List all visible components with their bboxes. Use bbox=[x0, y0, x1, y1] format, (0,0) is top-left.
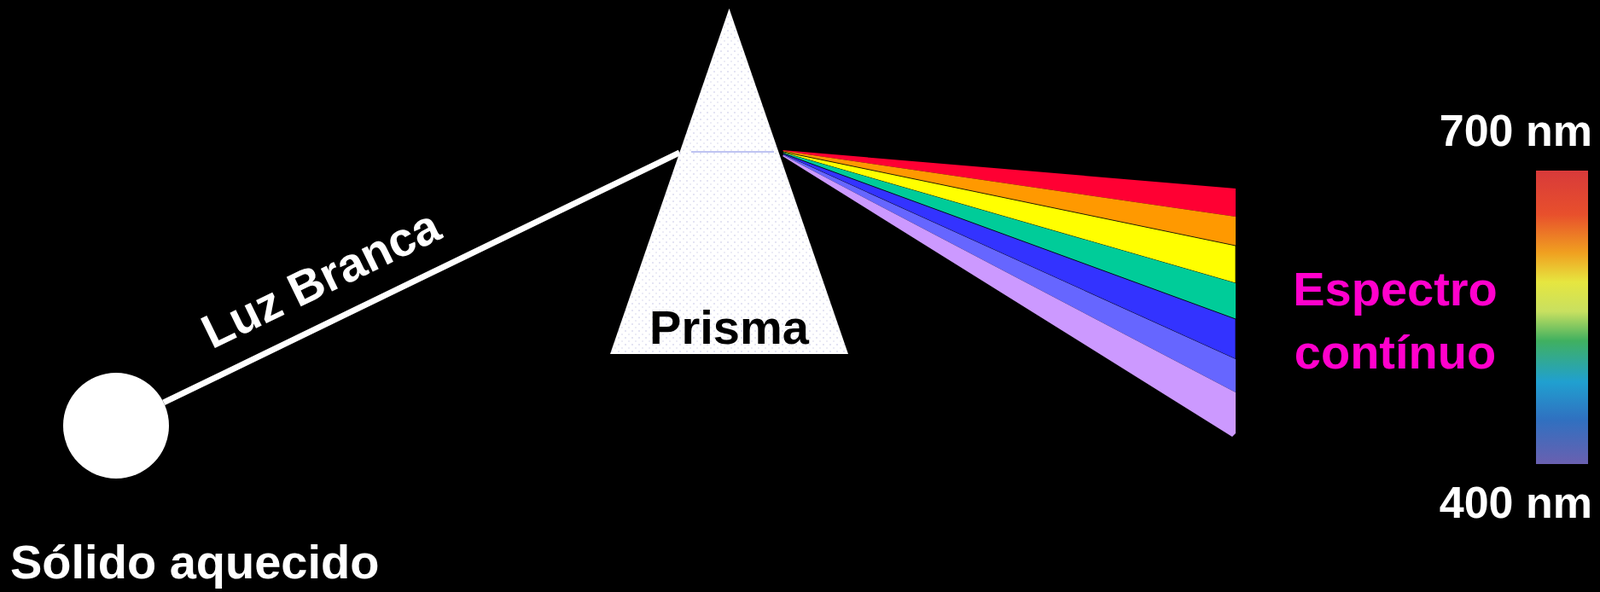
circle-shape bbox=[63, 372, 169, 479]
wavelength-label: 400 nm bbox=[1439, 477, 1593, 530]
wavelength-colorbar bbox=[1536, 170, 1589, 465]
node-label: Prisma bbox=[610, 300, 849, 355]
beam-label: Luz Branca bbox=[192, 198, 449, 361]
node-caption: Sólido aquecido bbox=[10, 535, 379, 590]
spectrum-label: Espectro contínuo bbox=[1271, 257, 1519, 384]
connectors bbox=[163, 152, 681, 403]
heated-solid: Sólido aquecido bbox=[63, 372, 169, 479]
indigo-ray bbox=[783, 154, 1236, 393]
violet-ray bbox=[782, 155, 1236, 437]
heated-solid-disc bbox=[63, 372, 169, 479]
wavelength-label: 700 nm bbox=[1439, 105, 1593, 158]
prism: Prisma bbox=[610, 8, 849, 355]
refracted-beam bbox=[691, 151, 774, 153]
spectrum-rays bbox=[782, 150, 1236, 437]
blue-ray bbox=[783, 153, 1236, 360]
light-beam bbox=[163, 152, 681, 403]
